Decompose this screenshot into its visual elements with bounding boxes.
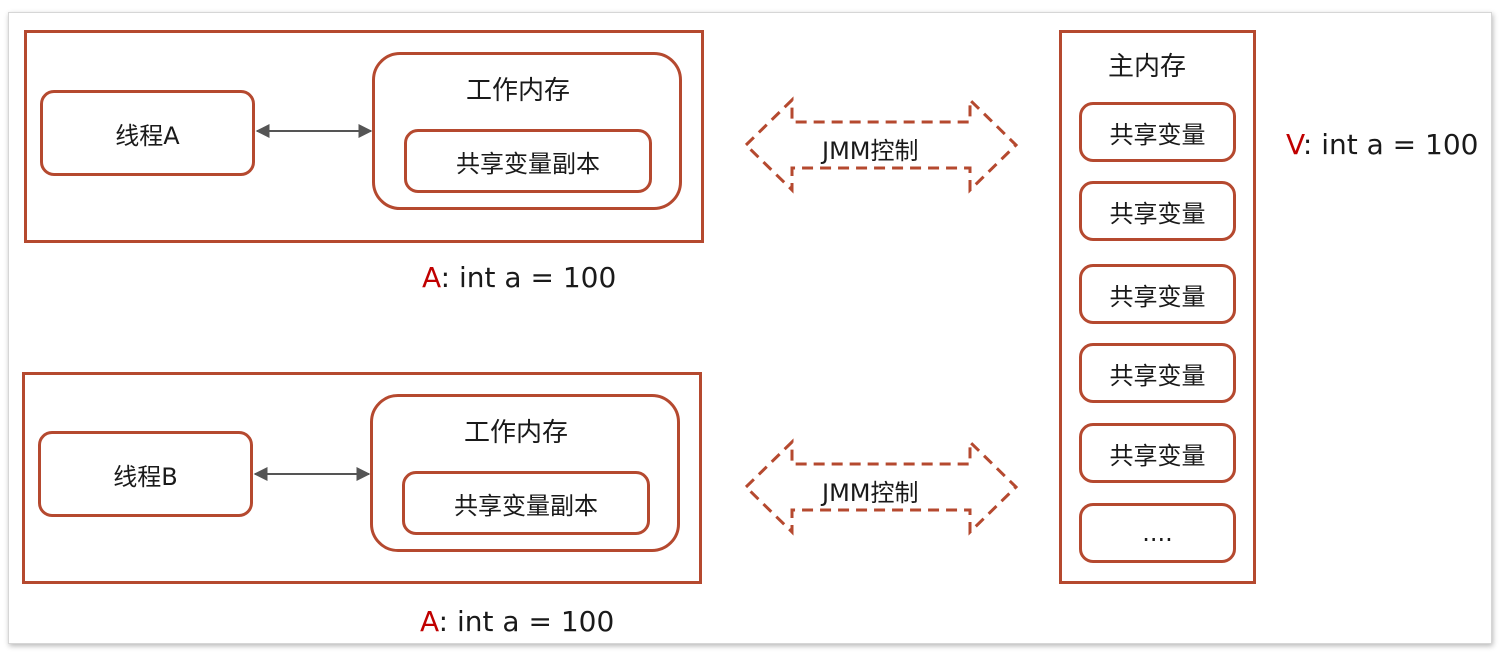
shared-variable-box: 共享变量 xyxy=(1079,102,1236,162)
thread-a-note-prefix: A xyxy=(422,261,441,294)
thread-a-work-memory-title: 工作内存 xyxy=(466,76,571,106)
main-memory-note-prefix: V xyxy=(1286,128,1303,161)
jmm-bottom-double-arrow xyxy=(743,438,1019,536)
shared-variable-label: 共享变量 xyxy=(1109,199,1206,228)
jmm-bottom-label: JMM控制 xyxy=(822,479,919,507)
shared-variable-label: 共享变量 xyxy=(1109,361,1206,390)
thread-b-note-prefix: A xyxy=(420,605,439,638)
diagram-frame xyxy=(8,12,1492,644)
shared-variable-label: 共享变量 xyxy=(1109,441,1206,470)
ellipsis-box: .... xyxy=(1079,503,1236,563)
thread-b-work-memory xyxy=(370,394,680,552)
thread-b-note-text: : int a = 100 xyxy=(438,605,615,638)
thread-a-box: 线程A xyxy=(40,90,255,176)
thread-a-shared-copy: 共享变量副本 xyxy=(404,129,652,193)
jmm-top-double-arrow xyxy=(743,96,1019,194)
shared-variable-box: 共享变量 xyxy=(1079,423,1236,483)
thread-b-shared-copy-label: 共享变量副本 xyxy=(454,491,598,520)
thread-b-note: A: int a = 100 xyxy=(420,605,614,638)
thread-b-container xyxy=(22,372,702,584)
thread-a-work-memory xyxy=(372,52,682,210)
shared-variable-label: 共享变量 xyxy=(1109,120,1206,149)
thread-a-note-text: : int a = 100 xyxy=(440,261,617,294)
main-memory-note: V: int a = 100 xyxy=(1286,128,1478,161)
shared-variable-box: 共享变量 xyxy=(1079,264,1236,324)
thread-b-shared-copy: 共享变量副本 xyxy=(402,471,650,535)
main-memory-container xyxy=(1059,30,1256,584)
shared-variable-box: 共享变量 xyxy=(1079,181,1236,241)
main-memory-title: 主内存 xyxy=(1108,52,1187,82)
thread-a-container xyxy=(24,30,704,243)
ellipsis-label: .... xyxy=(1142,519,1173,547)
shared-variable-box: 共享变量 xyxy=(1079,343,1236,403)
jmm-top-label: JMM控制 xyxy=(822,137,919,165)
thread-a-label: 线程A xyxy=(115,121,180,150)
thread-b-label: 线程B xyxy=(113,462,178,491)
thread-b-work-memory-title: 工作内存 xyxy=(464,418,569,448)
main-memory-note-text: : int a = 100 xyxy=(1302,128,1479,161)
thread-b-box: 线程B xyxy=(38,431,253,517)
shared-variable-label: 共享变量 xyxy=(1109,282,1206,311)
thread-a-shared-copy-label: 共享变量副本 xyxy=(456,149,600,178)
thread-a-note: A: int a = 100 xyxy=(422,261,616,294)
